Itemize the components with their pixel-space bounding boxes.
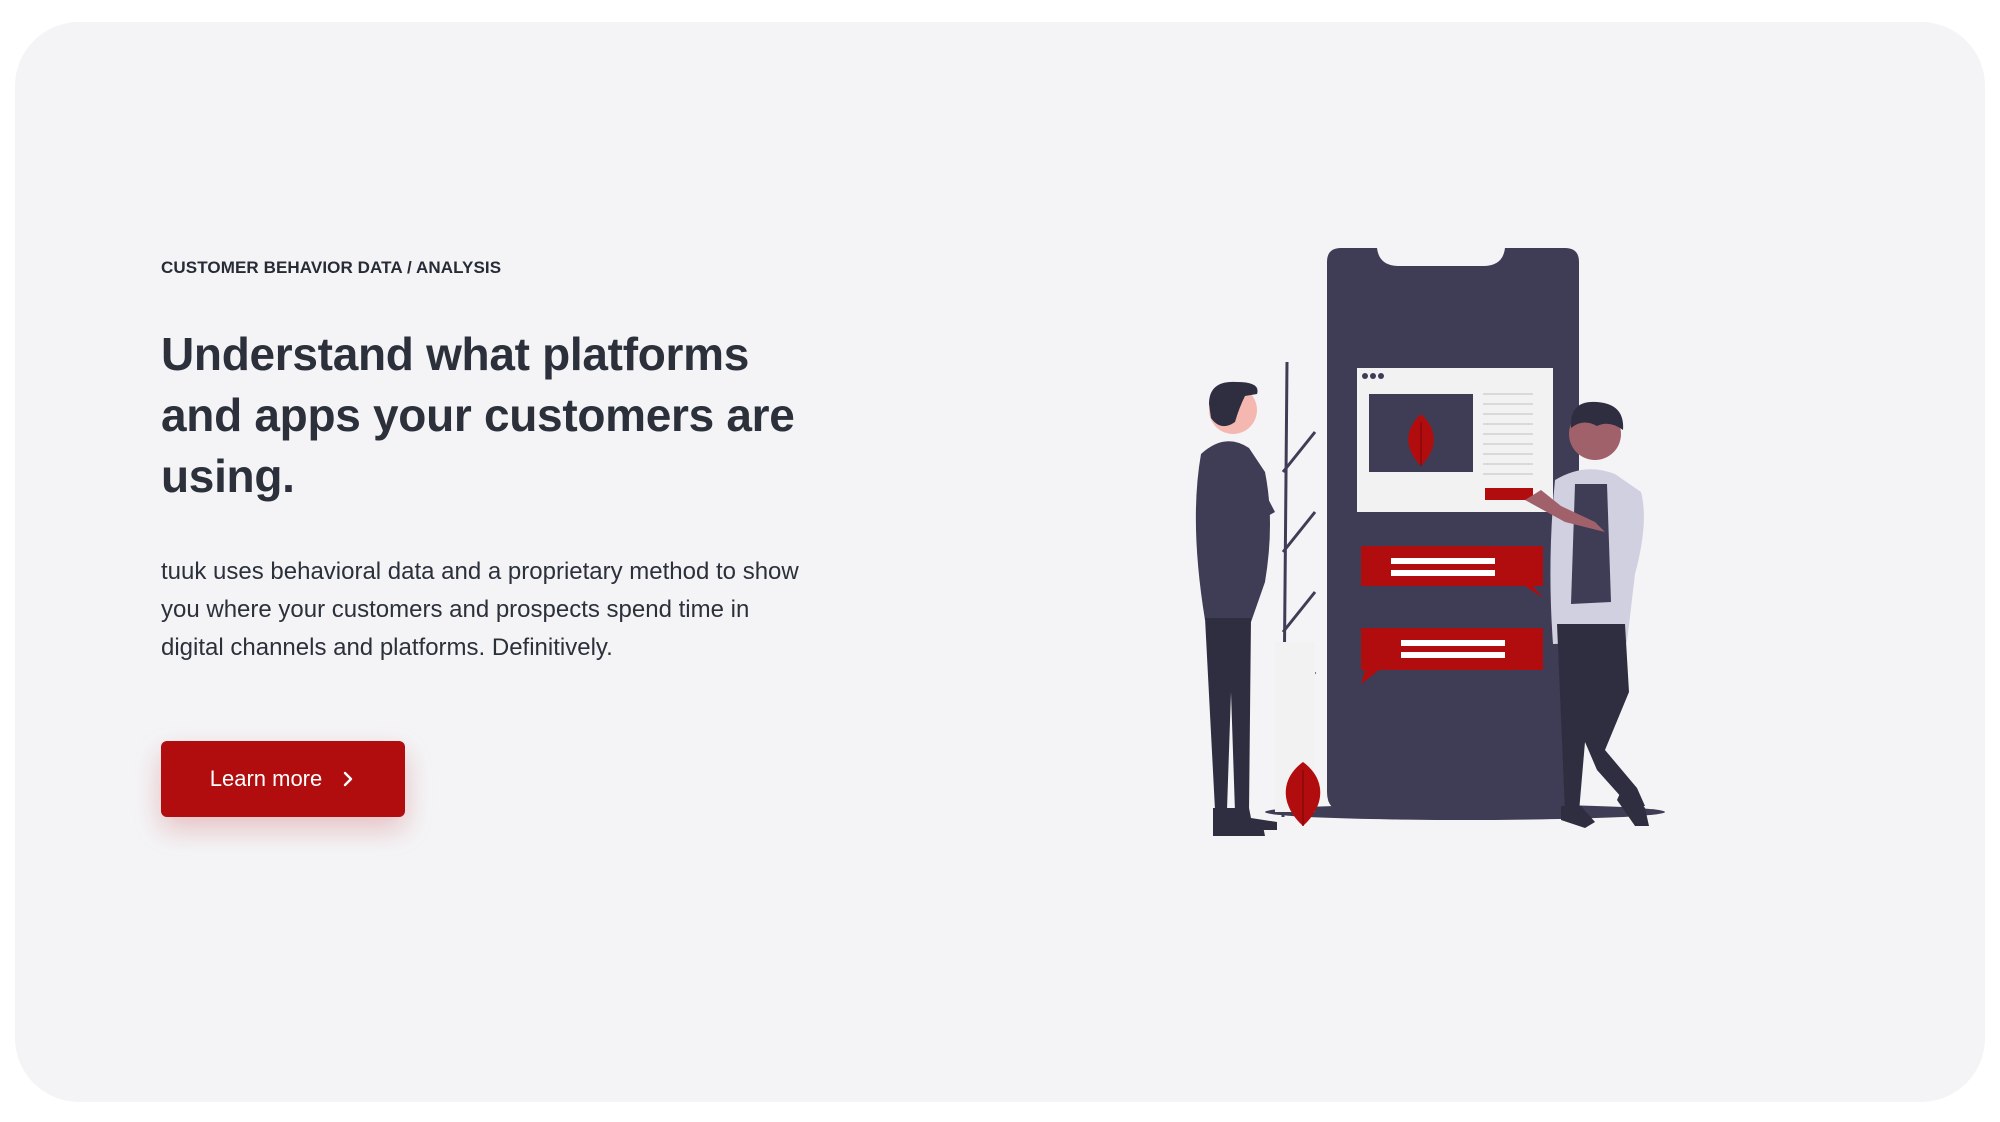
person-right-illustration xyxy=(1525,401,1649,828)
hero-text: CUSTOMER BEHAVIOR DATA / ANALYSIS Unders… xyxy=(161,258,861,667)
chat-bubble-icon xyxy=(1361,628,1543,684)
eyebrow-label: CUSTOMER BEHAVIOR DATA / ANALYSIS xyxy=(161,258,502,277)
phone-illustration xyxy=(1327,248,1579,812)
chevron-right-icon xyxy=(344,771,353,787)
hero-card: CUSTOMER BEHAVIOR DATA / ANALYSIS Unders… xyxy=(15,22,1985,1102)
people-with-phone-illustration xyxy=(1195,248,1665,836)
plant-illustration xyxy=(1275,361,1317,818)
chat-bubble-icon xyxy=(1361,546,1543,598)
hero-headline: Understand what platforms and apps your … xyxy=(161,328,795,502)
person-left-illustration xyxy=(1195,381,1277,836)
learn-more-button[interactable]: Learn more xyxy=(161,741,405,817)
hero-description: tuuk uses behavioral data and a propriet… xyxy=(161,558,799,661)
learn-more-label: Learn more xyxy=(209,766,323,791)
